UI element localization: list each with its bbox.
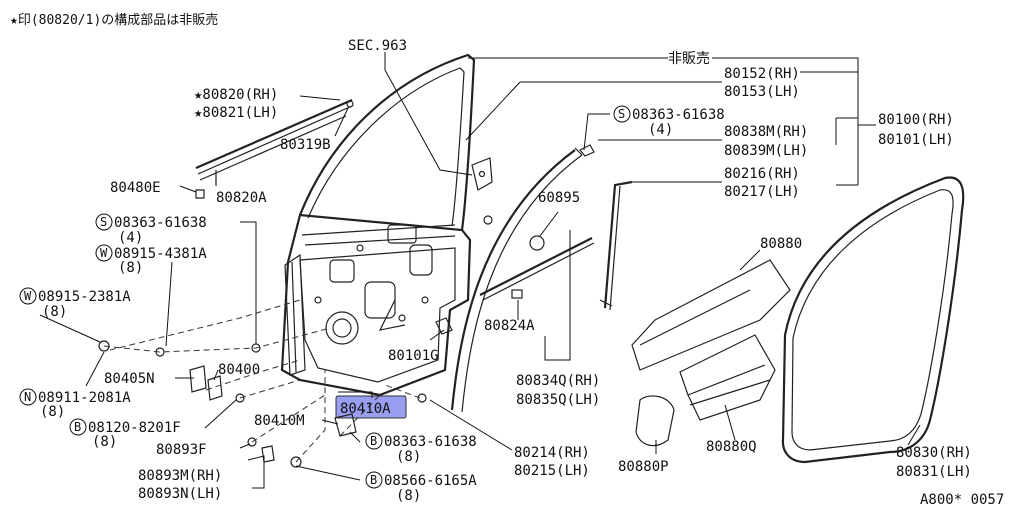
- label-80405n: 80405N: [104, 371, 155, 387]
- door-shell: [280, 53, 476, 397]
- label-08915-4381a-qty: (8): [118, 260, 143, 276]
- label-80820a: 80820A: [216, 190, 267, 206]
- label-80880p: 80880P: [618, 459, 669, 475]
- label-08120-8201f: 08120-8201F: [88, 420, 181, 436]
- label-60895: 60895: [538, 190, 580, 206]
- label-08911-2081a: 08911-2081A: [38, 390, 131, 406]
- label-08911-2081a-qty: (8): [40, 404, 65, 420]
- label-80400: 80400: [218, 362, 260, 378]
- label-80215: 80215(LH): [514, 463, 590, 479]
- label-08363-top: 08363-61638: [632, 107, 725, 123]
- sealing-panels: [631, 259, 791, 447]
- s-circle-icon: [613, 105, 631, 123]
- svg-text:W: W: [100, 246, 108, 260]
- hinge-hardware: [98, 317, 453, 468]
- b-circle-icon: [69, 418, 87, 436]
- svg-text:B: B: [370, 434, 377, 448]
- svg-text:N: N: [24, 390, 31, 404]
- moulding-strip: [195, 98, 354, 185]
- highlight-box-80410a[interactable]: [335, 395, 407, 419]
- b-circle-icon: [365, 471, 383, 489]
- label-sec963: SEC.963: [348, 38, 407, 54]
- svg-text:S: S: [100, 215, 107, 229]
- label-08363-top-qty: (4): [648, 122, 673, 138]
- label-80880: 80880: [760, 236, 802, 252]
- label-80821: ★80821(LH): [194, 105, 278, 121]
- w-circle-icon: [19, 287, 37, 305]
- label-80838: 80838M(RH): [724, 124, 808, 140]
- label-80410a[interactable]: 80410A: [340, 401, 391, 417]
- label-80214: 80214(RH): [514, 445, 590, 461]
- b-circle-icon: [365, 432, 383, 450]
- weatherstrip-80830: [781, 176, 965, 464]
- label-80319b: 80319B: [280, 137, 331, 153]
- label-80893n: 80893N(LH): [138, 486, 222, 502]
- label-80410m: 80410M: [254, 413, 305, 429]
- label-80834q: 80834Q(RH): [516, 373, 600, 389]
- leader-lines: [39, 52, 921, 489]
- label-80835q: 80835Q(LH): [516, 392, 600, 408]
- label-08363-bottom-qty: (8): [396, 449, 421, 465]
- ref-code: A800* 0057: [920, 492, 1004, 508]
- label-80101: 80101(LH): [878, 132, 954, 148]
- mirror-bracket: [471, 157, 493, 191]
- svg-text:B: B: [74, 420, 81, 434]
- label-08566-6165a-qty: (8): [396, 488, 421, 504]
- label-08363-left: 08363-61638: [114, 215, 207, 231]
- label-80893f: 80893F: [156, 442, 207, 458]
- part-labels: SEC.963 非販売 80152(RH) 80153(LH) 08363-61…: [38, 38, 1004, 508]
- label-80100: 80100(RH): [878, 112, 954, 128]
- label-08120-8201f-qty: (8): [92, 434, 117, 450]
- svg-text:B: B: [370, 473, 377, 487]
- w-circle-icon: [95, 244, 113, 262]
- clip-80480e-icon: [195, 189, 205, 199]
- label-80216: 80216(RH): [724, 166, 800, 182]
- svg-text:W: W: [24, 289, 32, 303]
- label-08915-2381a-qty: (8): [42, 304, 67, 320]
- label-08915-2381a: 08915-2381A: [38, 289, 131, 305]
- svg-text:S: S: [618, 107, 625, 121]
- fastener-symbols: S S W W N B B B: [19, 105, 631, 489]
- label-80831: 80831(LH): [896, 464, 972, 480]
- label-80820: ★80820(RH): [194, 87, 278, 103]
- header-note: ★印(80820/1)の構成部品は非販売: [10, 12, 218, 28]
- label-08363-left-qty: (4): [118, 230, 143, 246]
- label-80153: 80153(LH): [724, 84, 800, 100]
- label-80893m: 80893M(RH): [138, 468, 222, 484]
- label-08363-bottom: 08363-61638: [384, 434, 477, 450]
- label-hihanbai: 非販売: [668, 51, 710, 67]
- label-08566-6165a: 08566-6165A: [384, 473, 477, 489]
- label-80101g: 80101G: [388, 348, 439, 364]
- sash-channel: [450, 144, 633, 413]
- assembly-dashes: [103, 299, 421, 463]
- label-80830: 80830(RH): [896, 445, 972, 461]
- label-08915-4381a: 08915-4381A: [114, 246, 207, 262]
- label-80480e: 80480E: [110, 180, 161, 196]
- label-80152: 80152(RH): [724, 66, 800, 82]
- n-circle-icon: [19, 388, 37, 406]
- label-80880q: 80880Q: [706, 439, 757, 455]
- label-80839: 80839M(LH): [724, 143, 808, 159]
- label-80824a: 80824A: [484, 318, 535, 334]
- s-circle-icon: [95, 213, 113, 231]
- label-80217: 80217(LH): [724, 184, 800, 200]
